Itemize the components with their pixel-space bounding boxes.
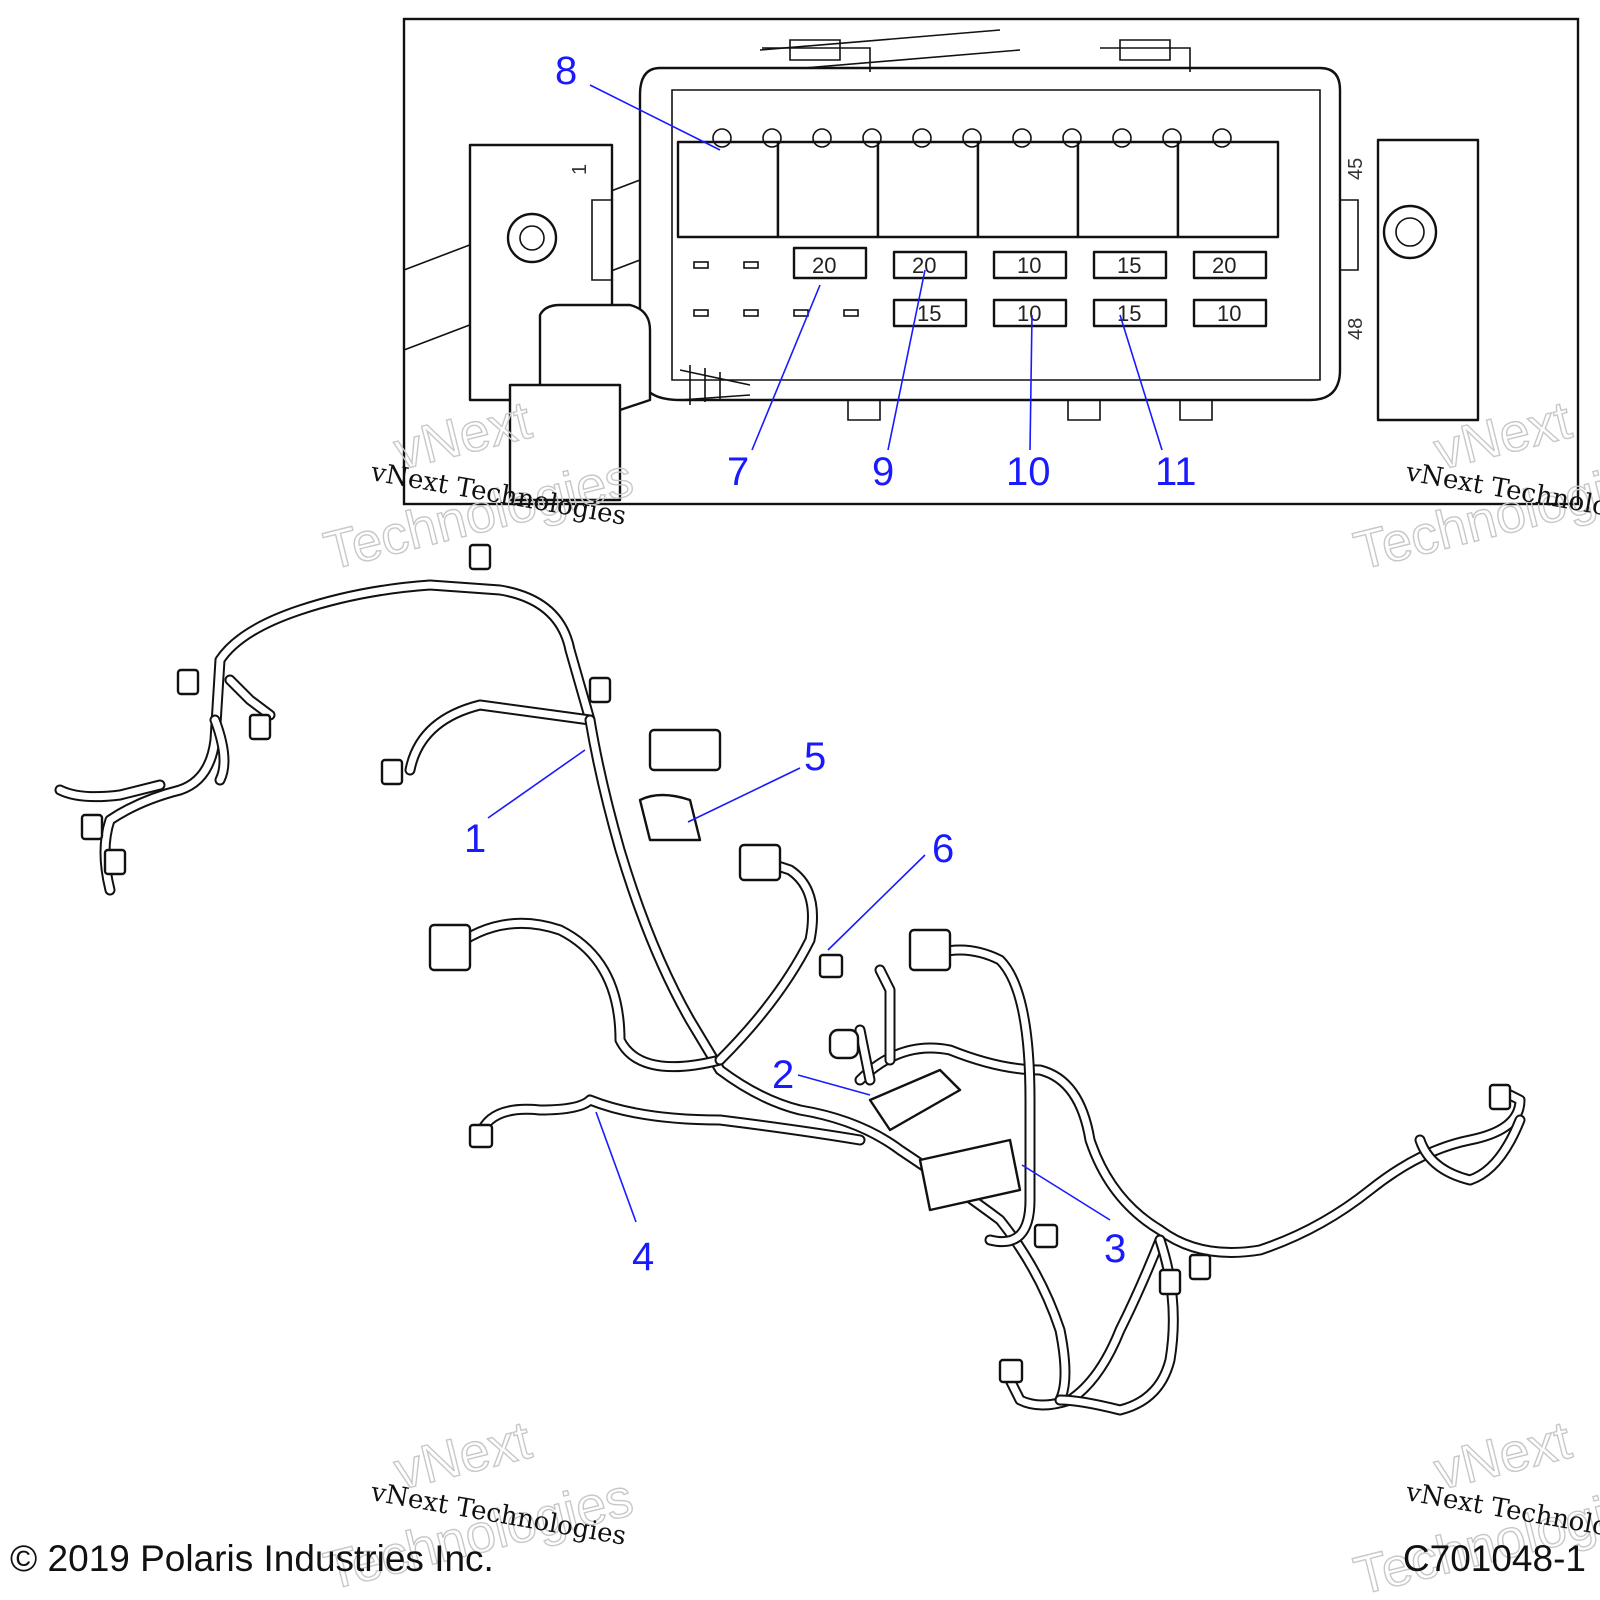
watermark: vNext Technologies vNext Technologies vN…: [318, 389, 1600, 1600]
fuse-rating-bottom-1: 15: [917, 301, 941, 326]
figure-id: C701048-1: [1402, 1538, 1586, 1579]
fuse-rating-bottom-3: 15: [1117, 301, 1141, 326]
main-harness: [54, 543, 1526, 1416]
callout-7: 7: [727, 450, 749, 494]
callout-11: 11: [1155, 450, 1197, 494]
callout-3: 3: [1104, 1227, 1126, 1271]
fuse-box-inset: 20 20 10 15 20 15 10 15 10 1 45 48: [402, 17, 1580, 506]
relay-row: [676, 140, 1280, 239]
callout-5: 5: [804, 735, 826, 779]
copyright-notice: © 2019 Polaris Industries Inc.: [10, 1538, 494, 1579]
pin-label-48: 48: [1345, 318, 1367, 340]
fuse-rating-bottom-4: 10: [1217, 301, 1241, 326]
callout-9: 9: [872, 450, 894, 494]
callout-6: 6: [932, 827, 954, 871]
fuse-rating-top-5: 20: [1212, 253, 1236, 278]
pin-label-1: 1: [569, 164, 591, 175]
fuse-rating-top-3: 10: [1017, 253, 1041, 278]
callout-8: 8: [555, 49, 577, 93]
fuse-rating-bottom-2: 10: [1017, 301, 1041, 326]
callout-2: 2: [772, 1053, 794, 1097]
fuse-rating-top-4: 15: [1117, 253, 1141, 278]
callout-4: 4: [632, 1235, 654, 1279]
callout-1: 1: [464, 817, 486, 861]
fuse-slots: [693, 246, 1268, 328]
callout-10: 10: [1006, 450, 1051, 494]
pin-label-45: 45: [1345, 158, 1367, 180]
fuse-rating-top-1: 20: [812, 253, 836, 278]
